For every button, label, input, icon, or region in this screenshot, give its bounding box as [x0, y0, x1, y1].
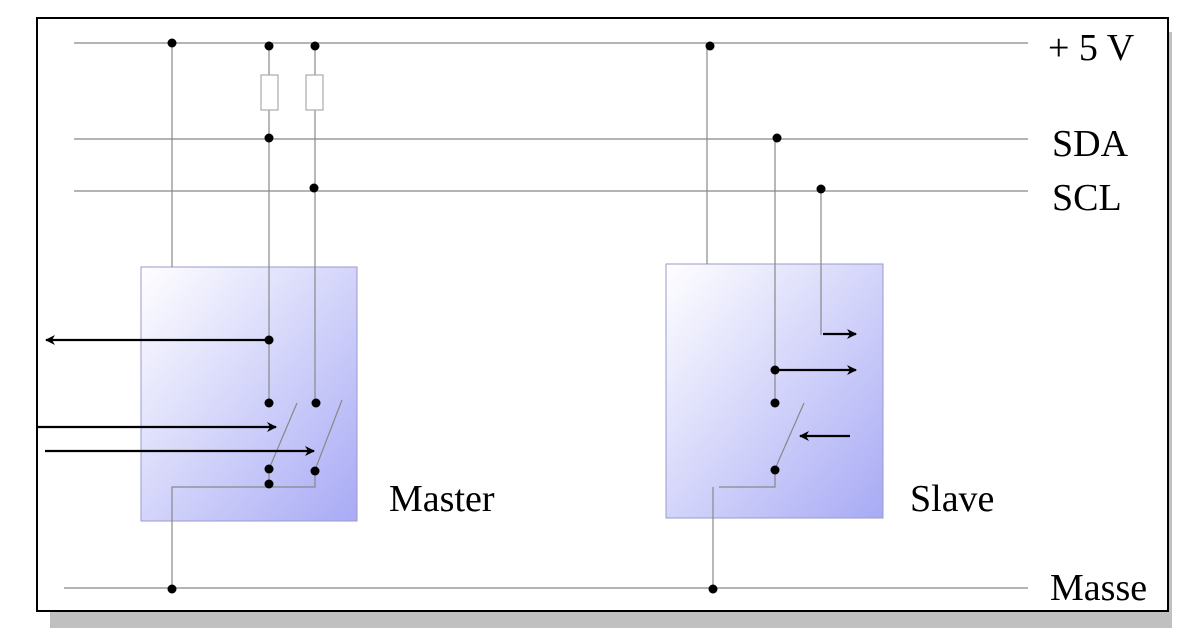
- junction-dot: [309, 183, 319, 193]
- junction-dot: [167, 584, 177, 594]
- junction-dot: [264, 479, 274, 489]
- junction-dot: [708, 584, 718, 594]
- junction-dot: [770, 365, 780, 375]
- junction-dot: [167, 38, 177, 48]
- junction-dot: [770, 465, 780, 475]
- junction-dot: [816, 184, 826, 194]
- master-switch-2: [314, 399, 343, 471]
- junction-dot: [705, 41, 715, 51]
- master-device: [140, 266, 358, 522]
- junction-dot: [770, 398, 780, 408]
- junction-dot: [264, 335, 274, 345]
- master-gnd-wire: [171, 470, 316, 588]
- junction-dot: [264, 464, 274, 474]
- junction-dot: [310, 466, 320, 476]
- slave-switch: [774, 402, 805, 470]
- junction-dot: [772, 133, 782, 143]
- junction-dot: [310, 41, 320, 51]
- slave-switch-return: [719, 469, 776, 488]
- device-label-master: Master: [389, 478, 495, 520]
- junction-dot: [264, 398, 274, 408]
- bus-label-scl: SCL: [1052, 177, 1122, 219]
- bus-label-gnd: Masse: [1050, 567, 1147, 609]
- junction-dot: [264, 41, 274, 51]
- junction-dot: [311, 398, 321, 408]
- device-label-slave: Slave: [910, 478, 994, 520]
- pullup-resistor-sda: [260, 74, 279, 111]
- bus-label-sda: SDA: [1052, 123, 1129, 165]
- pullup-resistor-scl: [305, 74, 324, 111]
- bus-label-vcc: + 5 V: [1048, 27, 1135, 69]
- master-switch-1: [268, 402, 298, 470]
- junction-dot: [264, 133, 274, 143]
